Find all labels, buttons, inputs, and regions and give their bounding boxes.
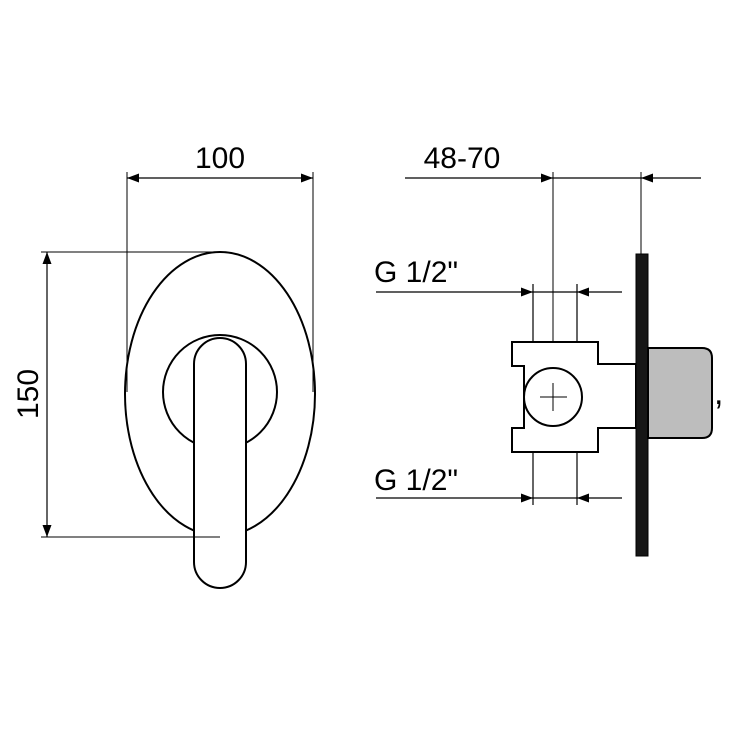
arrowhead-bottom: [42, 525, 52, 537]
lever-handle-side: [647, 347, 713, 439]
bottom-port-label: G 1/2": [374, 464, 458, 497]
side-view: [511, 253, 713, 557]
height-dimension-label: 150: [12, 369, 45, 419]
arrowhead-right: [577, 287, 589, 297]
arrowhead-left: [127, 173, 139, 183]
arrowhead-top: [42, 252, 52, 264]
arrowhead-left: [521, 287, 533, 297]
depth-dimension-label: 48-70: [424, 142, 501, 175]
arrowhead-right: [301, 173, 313, 183]
width-dimension-label: 100: [195, 142, 245, 175]
bottom-port-dimension: G 1/2": [374, 464, 622, 503]
comma-mark: ,: [714, 374, 723, 412]
width-dimension-100: 100: [126, 142, 314, 392]
front-view: [124, 251, 316, 589]
depth-dimension-48-70: 48-70: [405, 142, 701, 342]
lever-handle-front: [193, 337, 247, 589]
top-port-dimension: G 1/2": [374, 256, 622, 297]
top-port-label: G 1/2": [374, 256, 458, 289]
arrowhead-left: [521, 493, 533, 503]
arrowhead-left: [541, 173, 553, 183]
arrowhead-right: [577, 493, 589, 503]
height-dimension-150: 150: [12, 251, 220, 538]
arrowhead-right: [641, 173, 653, 183]
wall-plate-side: [635, 253, 649, 557]
